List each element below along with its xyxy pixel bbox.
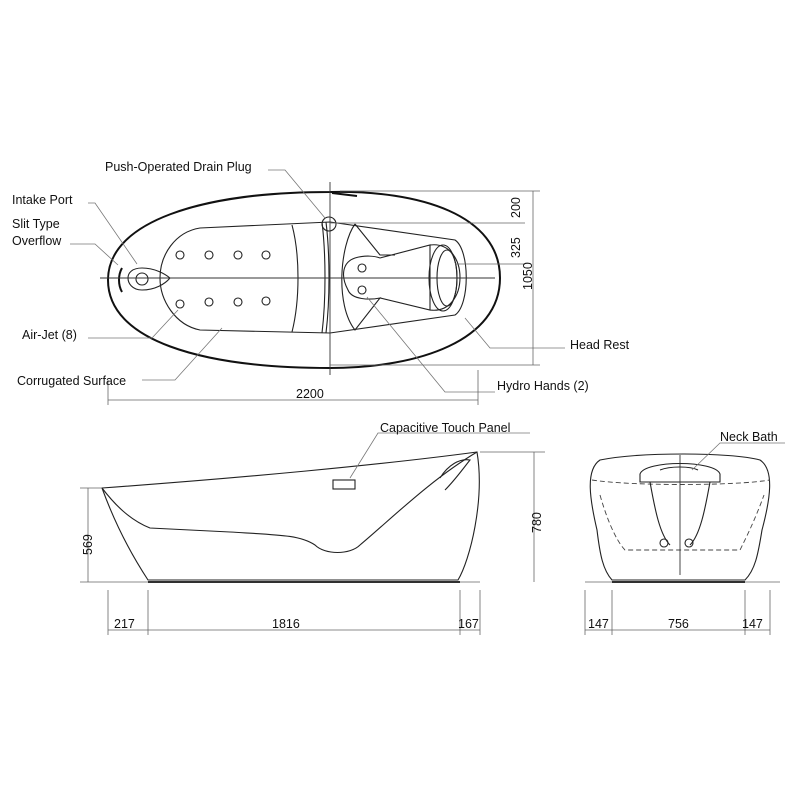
hydro-hand-icon bbox=[357, 285, 367, 295]
air-jet-icon bbox=[204, 250, 214, 260]
label-overflow-2: Overflow bbox=[12, 234, 62, 248]
air-jet-icon bbox=[204, 297, 214, 307]
front-jet-icon bbox=[659, 538, 669, 548]
touch-panel-icon bbox=[332, 479, 356, 490]
side-inner-profile bbox=[101, 451, 478, 554]
top-view: 200 325 1050 2200 Push-Operated Drain Pl… bbox=[12, 160, 630, 405]
dim-217: 217 bbox=[114, 617, 135, 631]
side-outer-shell bbox=[101, 451, 480, 581]
dim-756: 756 bbox=[668, 617, 689, 631]
front-jet-icon bbox=[684, 538, 694, 548]
dim-167: 167 bbox=[458, 617, 479, 631]
front-outer-shell bbox=[589, 453, 771, 581]
air-jet-icon bbox=[175, 299, 185, 309]
front-dim-lines bbox=[584, 581, 780, 635]
leader-hydro-hands bbox=[366, 296, 495, 393]
front-inner-basin bbox=[591, 479, 771, 551]
leader-intake bbox=[88, 202, 138, 265]
label-air-jet: Air-Jet (8) bbox=[22, 328, 77, 342]
dim-147-left: 147 bbox=[588, 617, 609, 631]
leader-air-jet bbox=[88, 309, 179, 339]
corrugated-divider bbox=[291, 221, 330, 334]
label-drain-plug: Push-Operated Drain Plug bbox=[105, 160, 252, 174]
head-rest bbox=[379, 244, 461, 311]
leader-touch-panel bbox=[349, 432, 530, 479]
dim-1816: 1816 bbox=[272, 617, 300, 631]
leader-drain bbox=[268, 169, 326, 219]
label-overflow-1: Slit Type bbox=[12, 217, 60, 231]
air-jet-icon bbox=[261, 296, 271, 306]
air-jets bbox=[175, 250, 271, 309]
label-corrugated: Corrugated Surface bbox=[17, 374, 126, 388]
label-hydro-hands: Hydro Hands (2) bbox=[497, 379, 589, 393]
air-jet-icon bbox=[233, 297, 243, 307]
drain-plug-icon bbox=[321, 216, 337, 232]
side-head-rest bbox=[439, 459, 471, 491]
label-intake-port: Intake Port bbox=[12, 193, 73, 207]
front-view: 147 756 147 Neck Bath bbox=[584, 430, 785, 635]
intake-port bbox=[127, 267, 171, 291]
hydro-hand-icon bbox=[357, 263, 367, 273]
dim-2200: 2200 bbox=[296, 387, 324, 401]
dim-569: 569 bbox=[81, 534, 95, 555]
air-jet-icon bbox=[233, 250, 243, 260]
tub-outer-rim bbox=[106, 190, 502, 370]
label-touch-panel: Capacitive Touch Panel bbox=[380, 421, 510, 435]
dim-200: 200 bbox=[509, 197, 523, 218]
slit-overflow-icon bbox=[118, 267, 123, 293]
dim-line-2200 bbox=[107, 370, 479, 405]
leader-neck-bath bbox=[691, 442, 785, 471]
leader-head-rest bbox=[464, 317, 565, 349]
label-neck-bath: Neck Bath bbox=[720, 430, 778, 444]
intake-port-inner bbox=[135, 272, 149, 286]
dim-780: 780 bbox=[530, 512, 544, 533]
tub-inner-basin bbox=[159, 221, 467, 334]
side-dim-lines bbox=[80, 451, 545, 635]
leader-corrugated bbox=[142, 327, 223, 381]
dim-325: 325 bbox=[509, 237, 523, 258]
air-jet-icon bbox=[175, 250, 185, 260]
dim-lines-right bbox=[330, 190, 540, 366]
air-jet-icon bbox=[261, 250, 271, 260]
leader-overflow bbox=[70, 243, 119, 266]
dim-147-right: 147 bbox=[742, 617, 763, 631]
dim-1050: 1050 bbox=[521, 262, 535, 290]
side-view: 569 780 217 1816 167 Capacitive Touch Pa… bbox=[80, 421, 545, 635]
drain-slot bbox=[331, 192, 358, 197]
label-head-rest: Head Rest bbox=[570, 338, 630, 352]
hydro-hands-panel bbox=[341, 223, 395, 331]
